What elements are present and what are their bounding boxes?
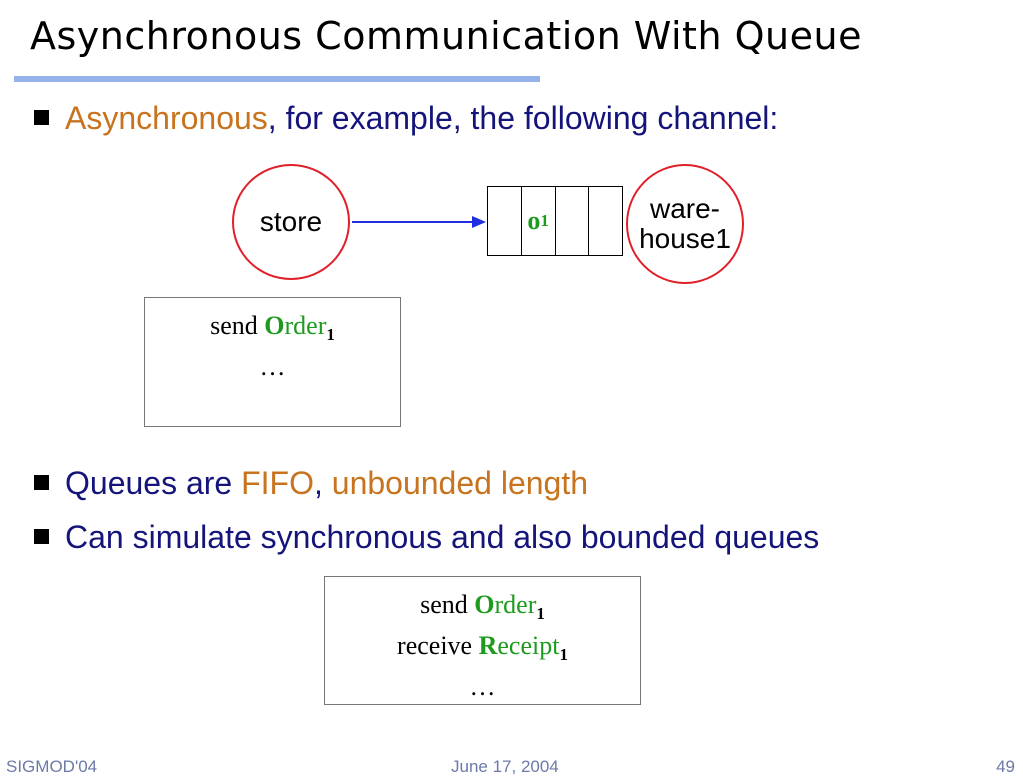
message-subscript: 1 (326, 325, 335, 344)
channel-arrow (352, 216, 486, 228)
warehouse-node: ware- house1 (626, 164, 744, 284)
message-initial: O (264, 311, 285, 340)
store-code-box: send Order1 … (144, 297, 401, 427)
queue-message-letter: o (527, 206, 541, 235)
code-line-send: send Order1 (325, 589, 640, 630)
footer-conference: SIGMOD'04 (6, 757, 98, 776)
message-name: rder (494, 590, 537, 619)
sync-code-box: send Order1 receive Receipt1 … (324, 576, 641, 705)
message-initial: O (474, 590, 495, 619)
bullet-text: , for example, the following channel: (267, 100, 779, 136)
code-keyword-receive: receive (397, 631, 473, 660)
code-keyword-send: send (420, 590, 468, 619)
warehouse-label-line1: ware- (649, 193, 720, 224)
bullet-square-icon (34, 475, 49, 490)
bullet-square-icon (34, 529, 49, 544)
footer-page-number: 49 (996, 757, 1015, 776)
title-underline (14, 76, 540, 82)
bullet-highlight-unbounded: unbounded length (331, 465, 589, 501)
bullet-highlight-fifo: FIFO (241, 465, 314, 501)
queue-slot (589, 187, 622, 255)
receipt-subscript: 1 (559, 645, 568, 664)
store-label: store (259, 206, 323, 237)
code-ellipsis: … (259, 352, 286, 381)
bullet-queues: Queues are FIFO, unbounded length (34, 465, 588, 502)
slide-title: Asynchronous Communication With Queue (30, 14, 862, 58)
bullet-highlight: Asynchronous (65, 100, 268, 136)
bullet-text: Queues are (65, 465, 242, 501)
code-keyword-send: send (210, 311, 258, 340)
queue-message-subscript: 1 (540, 211, 549, 230)
receipt-initial: R (478, 631, 498, 660)
message-name: rder (284, 311, 327, 340)
warehouse-label-line2: house1 (639, 223, 731, 254)
code-ellipsis: … (469, 672, 496, 701)
bullet-text: Can simulate synchronous and also bounde… (65, 519, 820, 555)
receipt-name: eceipt (497, 631, 560, 660)
store-node: store (232, 164, 350, 280)
bullet-simulate: Can simulate synchronous and also bounde… (34, 519, 819, 556)
footer-date: June 17, 2004 (451, 757, 559, 776)
code-line-receive: receive Receipt1 (325, 630, 640, 671)
queue-slot (556, 187, 590, 255)
bullet-asynchronous: Asynchronous, for example, the following… (34, 100, 778, 137)
bullet-square-icon (34, 110, 49, 125)
queue-slot (488, 187, 522, 255)
bullet-separator: , (313, 465, 332, 501)
message-subscript: 1 (536, 604, 545, 623)
code-line-send: send Order1 (145, 310, 400, 351)
